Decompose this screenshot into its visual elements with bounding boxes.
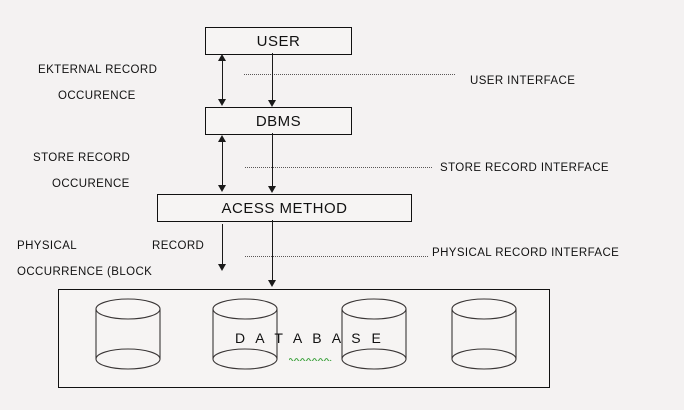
flow-arrow-dbms-to-access-shaft [272,133,273,189]
label-external-record: EKTERNAL RECORD [38,64,158,76]
arrow-up-icon [218,135,226,142]
label-store-record: STORE RECORD [33,152,131,164]
box-dbms[interactable]: DBMS [205,107,352,135]
dotted-line-physical-record-interface [245,256,428,257]
double-arrow-external-shaft [222,59,223,101]
flow-arrow-user-to-dbms-shaft [272,53,273,103]
arrow-down-icon [268,186,276,193]
label-physical-record: RECORD [152,240,205,252]
arrow-down-icon [268,280,276,287]
box-access-method-label: ACESS METHOD [221,199,348,217]
label-physical-occurrence: OCCURRENCE (BLOCK [17,266,153,278]
box-dbms-label: DBMS [255,112,302,130]
database-label: D A T A B A S E [235,330,385,346]
arrow-down-icon [218,99,226,106]
single-arrow-physical-shaft [222,224,223,266]
box-access-method[interactable]: ACESS METHOD [157,194,412,222]
database-cylinder-icon [211,298,279,370]
arrow-up-icon [218,54,226,61]
database-container: D A T A B A S E [58,289,550,388]
label-store-occurence: OCCURENCE [52,178,130,190]
label-physical: PHYSICAL [17,240,78,252]
arrow-down-icon [218,264,226,271]
box-user[interactable]: USER [205,27,352,55]
box-user-label: USER [256,32,301,50]
database-cylinder-icon [340,298,408,370]
label-physical-record-interface: PHYSICAL RECORD INTERFACE [432,247,620,259]
label-user-interface: USER INTERFACE [470,75,576,87]
dotted-line-store-record-interface [245,167,432,168]
arrow-down-icon [268,100,276,107]
spellcheck-squiggle-icon [288,348,333,362]
label-external-occurence: OCCURENCE [58,90,136,102]
double-arrow-store-shaft [222,140,223,187]
database-cylinder-icon [450,298,518,370]
flow-arrow-access-to-database-shaft [272,220,273,282]
arrow-down-icon [218,185,226,192]
label-store-record-interface: STORE RECORD INTERFACE [440,162,609,174]
dotted-line-user-interface [244,74,455,75]
database-cylinder-icon [94,298,162,370]
